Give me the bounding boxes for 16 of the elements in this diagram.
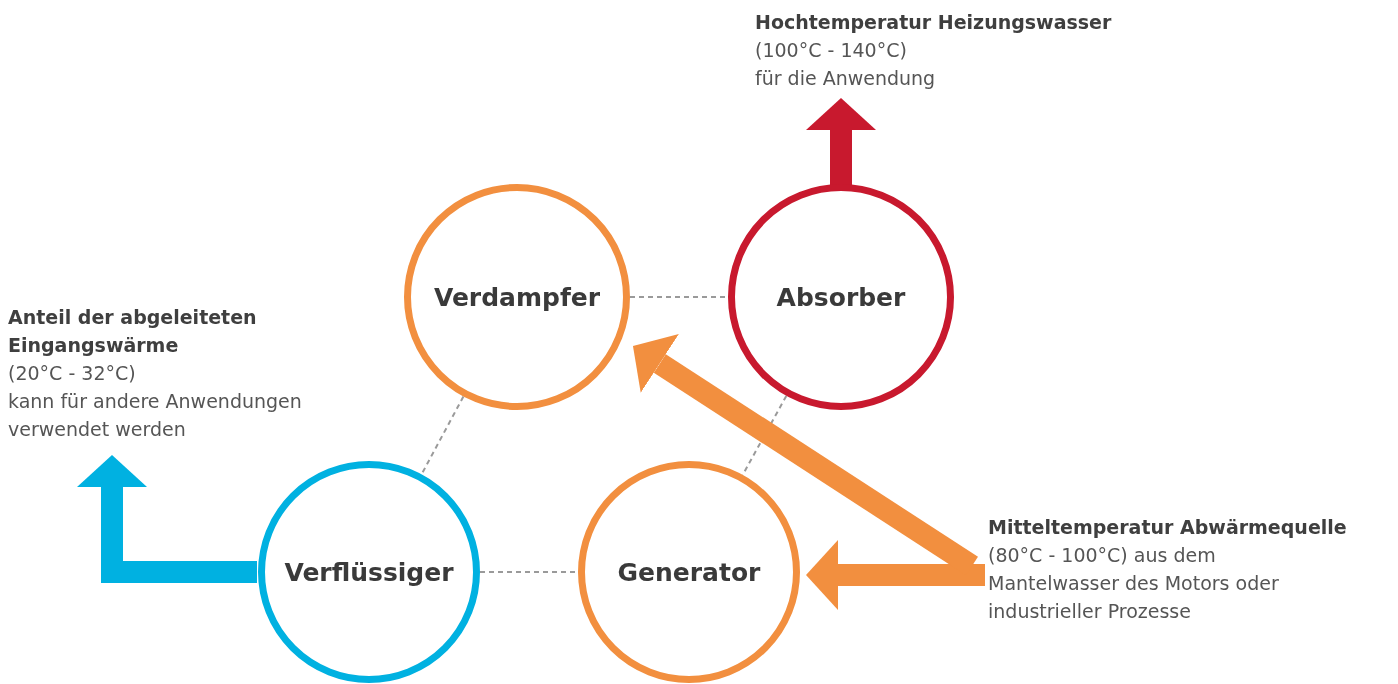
description-text: (80°C - 100°C) aus dem Mantelwasser des Motors oder industrieller Prozesse	[988, 543, 1280, 624]
arrow	[806, 540, 985, 610]
node-label: Verdampfer	[433, 282, 601, 312]
heading-text: Mitteltemperatur Abwärmequelle	[988, 515, 1348, 540]
heading-text: Hochtemperatur Heizungswasser	[755, 10, 1113, 35]
description-text: (20°C - 32°C)	[8, 361, 137, 386]
node-label: Verflüssiger	[284, 557, 454, 587]
description-text: kann für andere Anwendungen verwendet werden	[8, 389, 303, 442]
node-label: Absorber	[776, 282, 906, 312]
dashed-connector	[420, 395, 465, 476]
node-label: Generator	[617, 557, 761, 587]
description-text: für die Anwendung	[755, 66, 937, 91]
arrow	[806, 98, 876, 186]
arrow	[77, 455, 257, 583]
description-text: (100°C - 140°C)	[755, 38, 908, 63]
heading-text: Anteil der abgeleiteten Eingangswärme	[8, 305, 258, 358]
